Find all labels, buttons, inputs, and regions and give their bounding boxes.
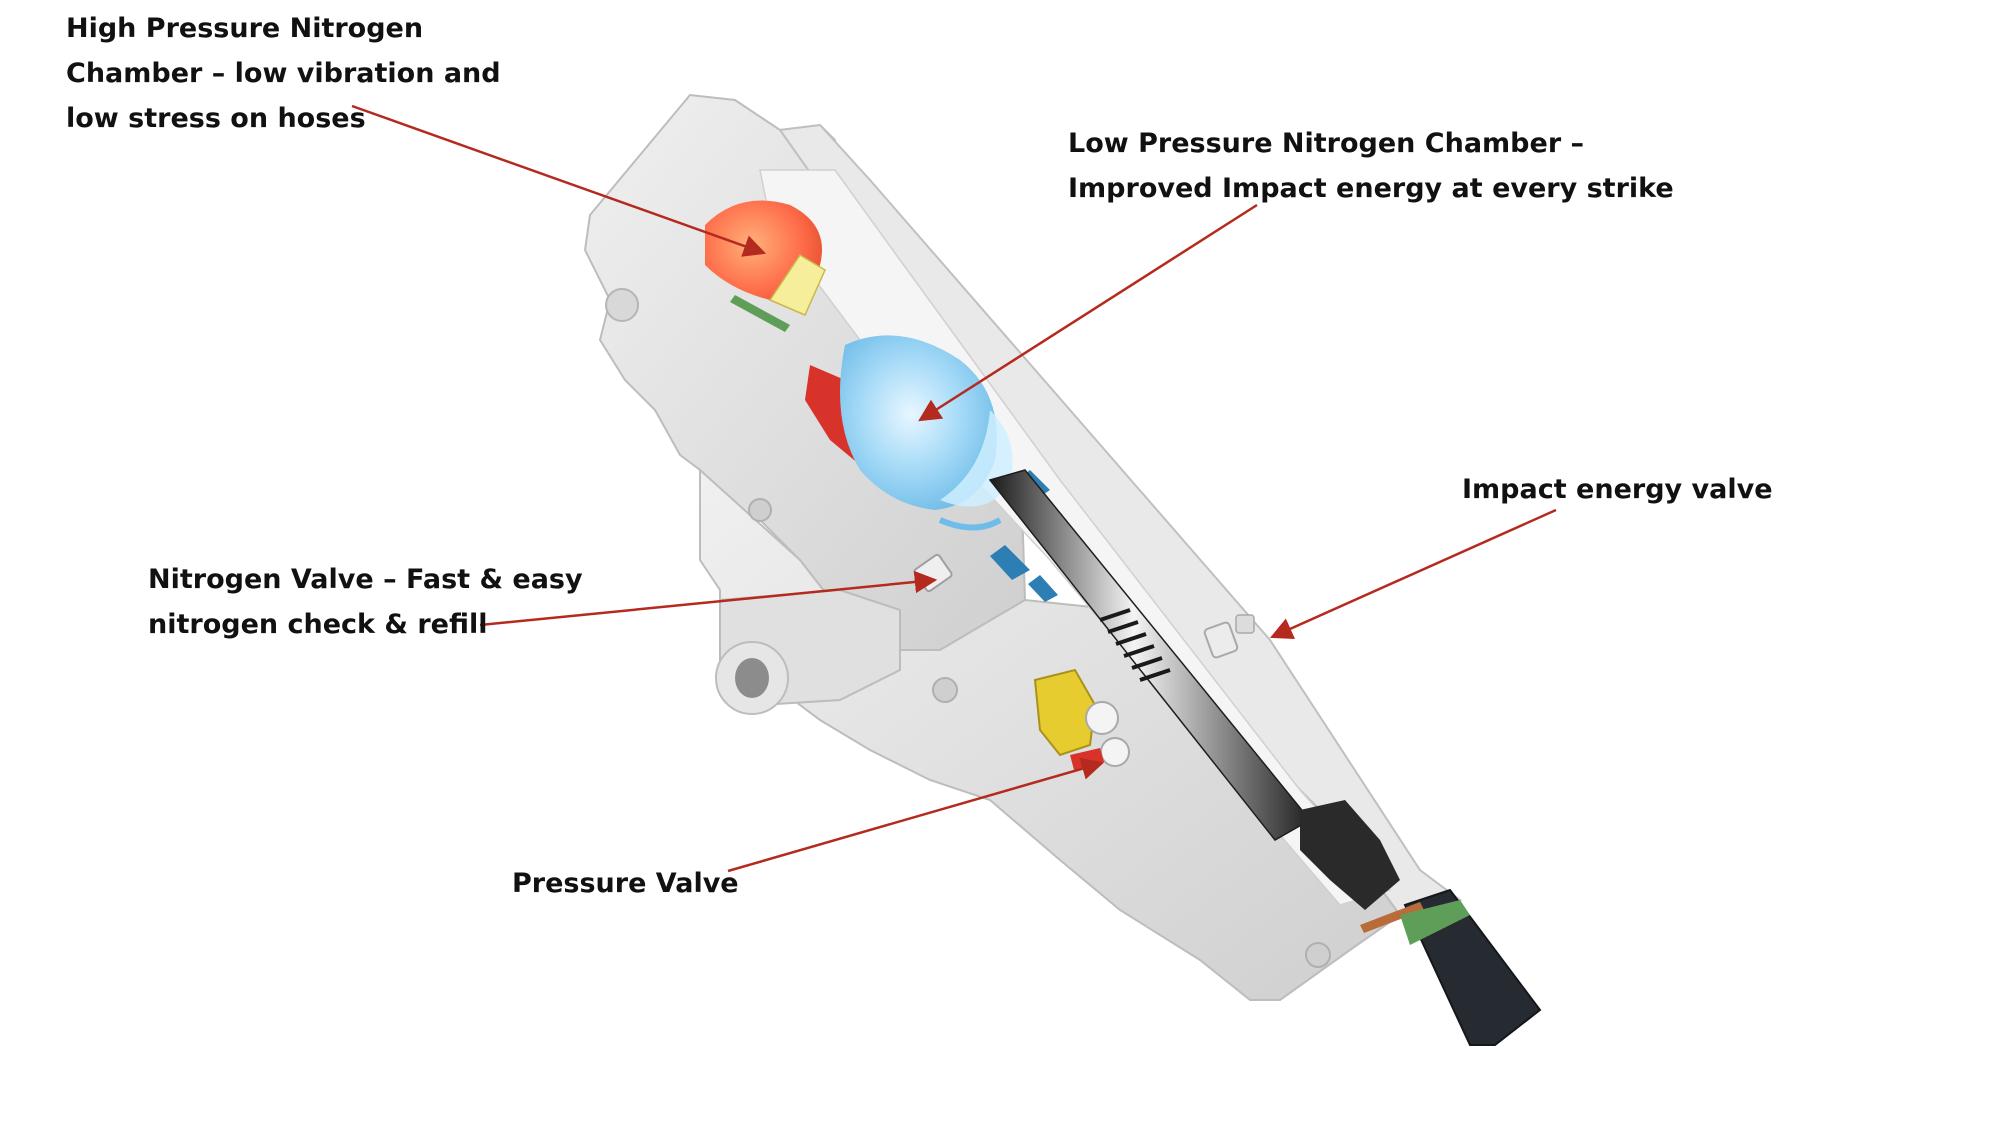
label-line: Chamber – low vibration and: [66, 58, 501, 89]
bolt-hole: [1305, 942, 1331, 968]
front-seal: [1400, 900, 1470, 945]
pressure-valve-nut: [1085, 701, 1119, 735]
high-pressure-seal: [730, 295, 790, 332]
label-nitrogen-valve: Nitrogen Valve – Fast & easy nitrogen ch…: [148, 557, 583, 647]
bolt-hole: [748, 498, 772, 522]
label-line: Nitrogen Valve – Fast & easy: [148, 564, 583, 595]
impact-energy-valve-cap: [1235, 614, 1255, 634]
bore-seal: [990, 545, 1030, 580]
nitrogen-port-hole: [735, 658, 769, 698]
label-line: Impact energy valve: [1462, 474, 1773, 505]
bolt-hole: [605, 288, 639, 322]
arrow-low-pressure: [918, 203, 1258, 422]
low-pressure-chamber-shape: [840, 335, 997, 510]
low-pressure-membrane: [938, 517, 1002, 531]
bolt-hole: [932, 677, 958, 703]
arrow-high-pressure: [351, 104, 767, 257]
chisel-shank: [1300, 800, 1400, 910]
pressure-valve-fitting: [1033, 668, 1097, 757]
chisel-retaining-pin: [1360, 902, 1424, 933]
label-low-pressure-chamber: Low Pressure Nitrogen Chamber – Improved…: [1068, 121, 1674, 211]
high-pressure-piston-face: [768, 253, 826, 316]
callout-arrows: [351, 104, 1557, 873]
piston-rod-rings: [1099, 608, 1171, 682]
label-high-pressure-chamber: High Pressure Nitrogen Chamber – low vib…: [66, 6, 501, 141]
chisel-tool: [1300, 800, 1542, 1046]
label-line: High Pressure Nitrogen: [66, 13, 424, 44]
label-line: Pressure Valve: [512, 868, 739, 899]
arrow-pressure-valve: [727, 757, 1105, 873]
label-pressure-valve: Pressure Valve: [512, 861, 739, 906]
arrow-nitrogen-valve: [479, 570, 938, 627]
label-impact-energy-valve: Impact energy valve: [1462, 467, 1773, 512]
bore-seal: [1028, 575, 1058, 602]
impact-energy-valve: [1203, 614, 1255, 659]
arrow-impact-valve: [1269, 508, 1557, 640]
label-line: low stress on hoses: [66, 103, 366, 134]
pressure-valve-nut: [1100, 737, 1130, 767]
pressure-valve: [1033, 668, 1130, 770]
label-line: Improved Impact energy at every strike: [1068, 173, 1674, 204]
label-line: Low Pressure Nitrogen Chamber –: [1068, 128, 1585, 159]
impact-energy-valve-body: [1203, 621, 1239, 659]
label-line: nitrogen check & refill: [148, 609, 488, 640]
